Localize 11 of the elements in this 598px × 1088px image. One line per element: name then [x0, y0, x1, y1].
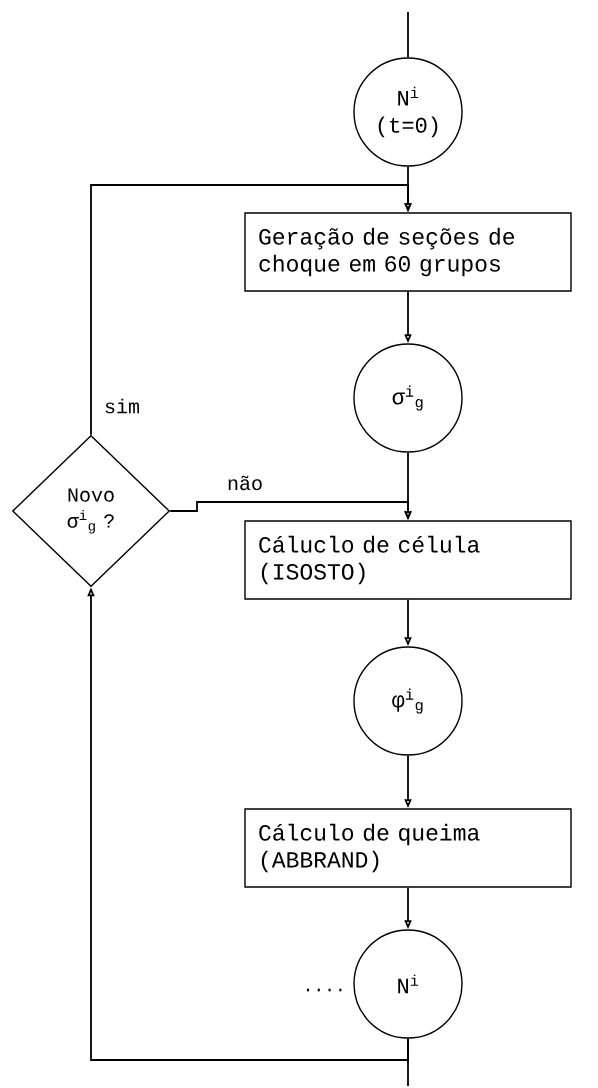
circle-node: N$^{i}$ (t=0) — [353, 57, 463, 167]
arrow — [90, 184, 412, 436]
process-box: Cáluclo de célula (ISOSTO) — [244, 520, 572, 600]
process-box: Geração de seções de choque em 60 grupos — [244, 212, 572, 292]
edge-label: não — [226, 474, 264, 492]
edge-label: sim — [103, 397, 141, 415]
circle-node: N$^{i}$ — [353, 929, 463, 1039]
process-box: Cálculo de queima (ABBRAND) — [244, 808, 572, 888]
circle-node: φ$^{i}$g — [353, 646, 463, 756]
circle-node: σ$^{i}$g — [353, 343, 463, 453]
ellipsis-text: .... — [306, 988, 342, 992]
